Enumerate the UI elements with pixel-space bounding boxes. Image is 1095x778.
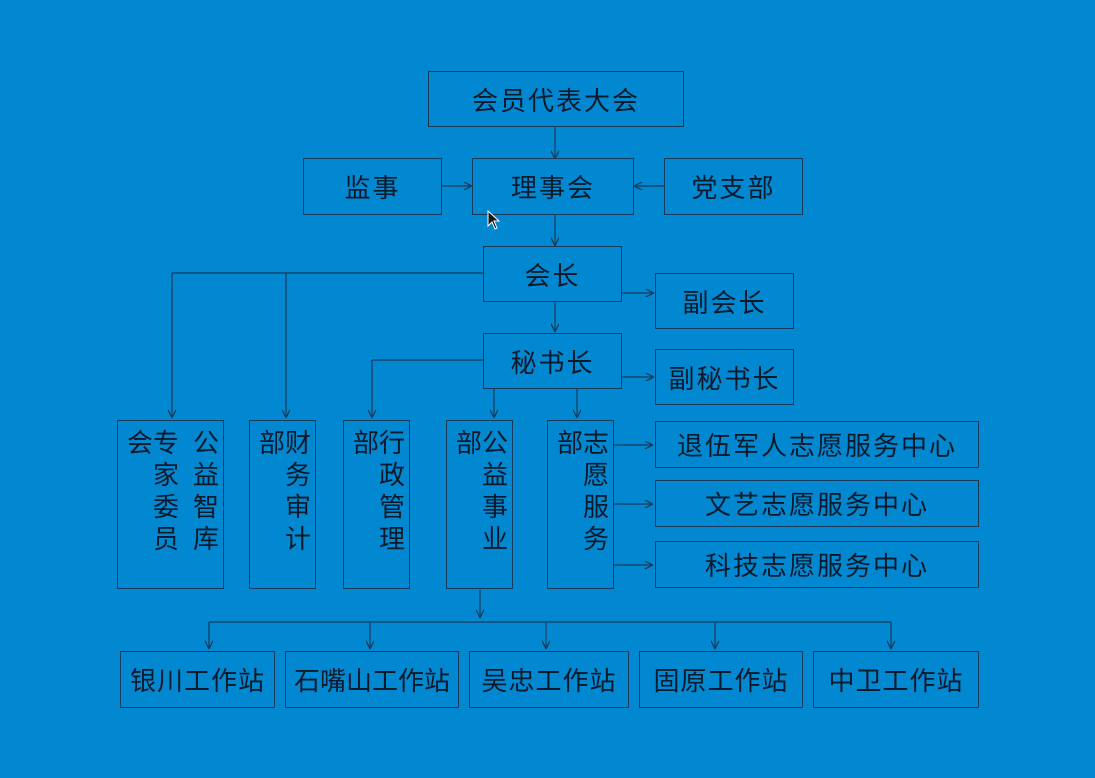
node-volunteer-service: 志愿服务部 xyxy=(547,420,614,589)
node-party-branch: 党支部 xyxy=(664,158,803,215)
node-council: 理事会 xyxy=(472,158,634,215)
node-assembly: 会员代表大会 xyxy=(428,71,684,127)
node-finance-audit: 财务审计部 xyxy=(249,420,316,589)
node-vice-president: 副会长 xyxy=(655,273,794,329)
node-station-yinchuan: 银川工作站 xyxy=(120,651,275,708)
node-deputy-secretary-general: 副秘书长 xyxy=(655,349,794,405)
node-expert-committee: 专家委员会 xyxy=(122,429,179,557)
mouse-cursor-icon xyxy=(487,210,501,230)
node-station-zhongwei: 中卫工作站 xyxy=(813,651,979,708)
node-supervisor: 监事 xyxy=(303,158,442,215)
node-president: 会长 xyxy=(483,246,622,302)
node-station-guyuan: 固原工作站 xyxy=(639,651,803,708)
node-admin-label: 行政管理部 xyxy=(348,429,405,557)
node-secretary-general: 秘书长 xyxy=(483,333,622,389)
node-admin: 行政管理部 xyxy=(343,420,410,589)
node-finance-audit-label: 财务审计部 xyxy=(254,429,311,557)
node-veteran-center: 退伍军人志愿服务中心 xyxy=(655,421,979,468)
node-arts-center: 文艺志愿服务中心 xyxy=(655,480,979,527)
node-expert-thinktank: 公益智库 专家委员会 xyxy=(117,420,224,589)
node-public-welfare-label: 公益事业部 xyxy=(451,429,508,557)
node-volunteer-service-label: 志愿服务部 xyxy=(552,429,609,557)
node-tech-center: 科技志愿服务中心 xyxy=(655,541,979,588)
node-station-shizuishan: 石嘴山工作站 xyxy=(285,651,459,708)
node-think-tank: 公益智库 xyxy=(188,429,219,557)
node-public-welfare: 公益事业部 xyxy=(446,420,513,589)
node-station-wuzhong: 吴忠工作站 xyxy=(469,651,629,708)
